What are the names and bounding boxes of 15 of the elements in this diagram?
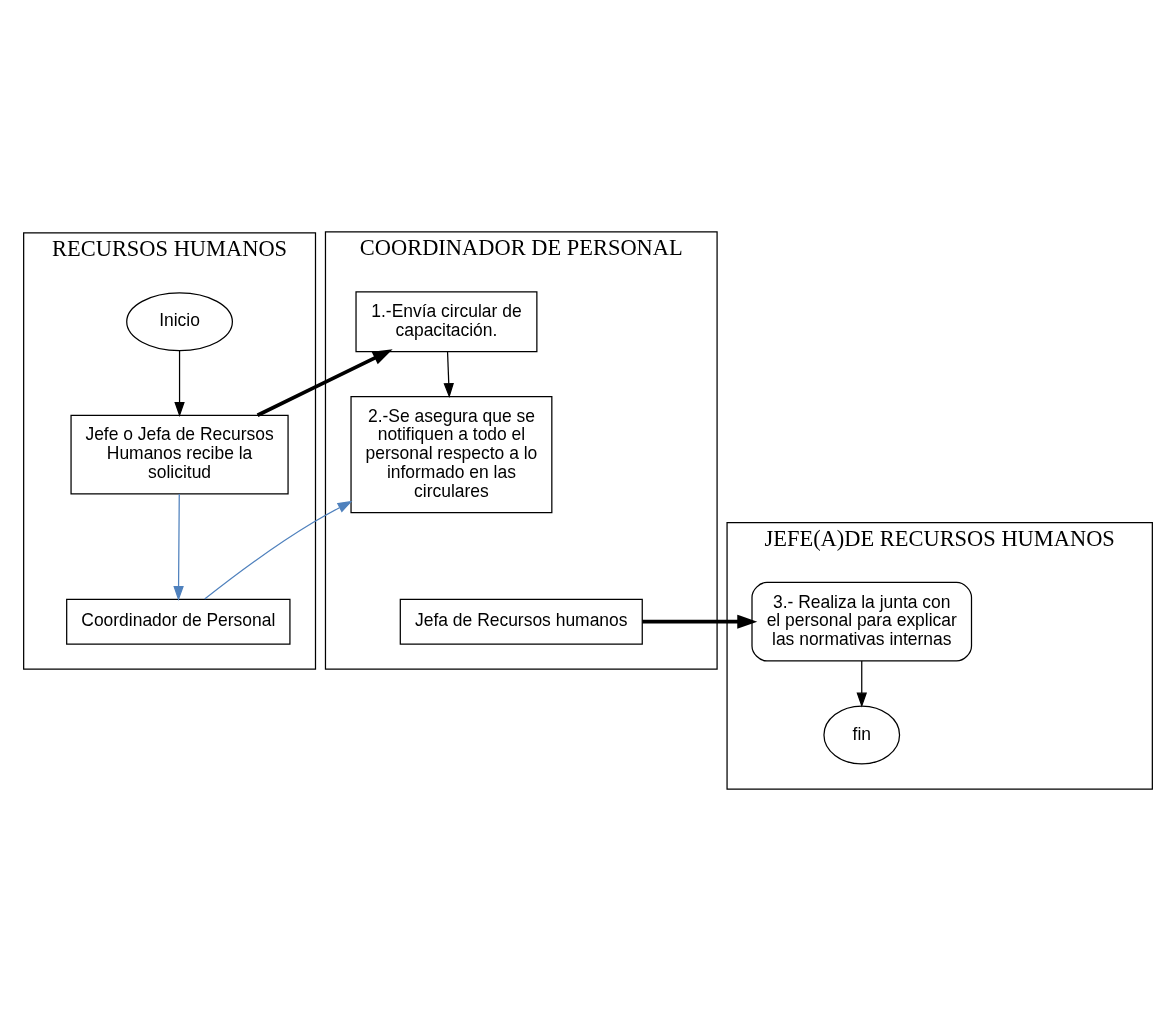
node-box: 1.-Envía circular de capacitación. (355, 290, 538, 352)
node-box: Jefe o Jefa de Recursos Humanos recibe la solicitud (70, 414, 289, 494)
arrow (642, 614, 758, 629)
arrow (174, 349, 185, 417)
node-box: 3.- Realiza la junta con el personal para explicar las normativas internas (751, 581, 973, 662)
node-box: Coordinador de Personal (66, 598, 291, 645)
node-ellipse: fin (823, 704, 901, 764)
arrow (204, 500, 353, 600)
node-box: 2.-Se asegura que se notifiquen a todo el personal respecto a lo informado en las circulares (350, 395, 553, 513)
arrow (856, 659, 867, 708)
arrow (173, 492, 184, 601)
node-box: Jefa de Recursos humanos (399, 598, 643, 645)
node-ellipse: Inicio (126, 291, 233, 351)
arrow (443, 350, 454, 398)
arrow (256, 348, 393, 417)
